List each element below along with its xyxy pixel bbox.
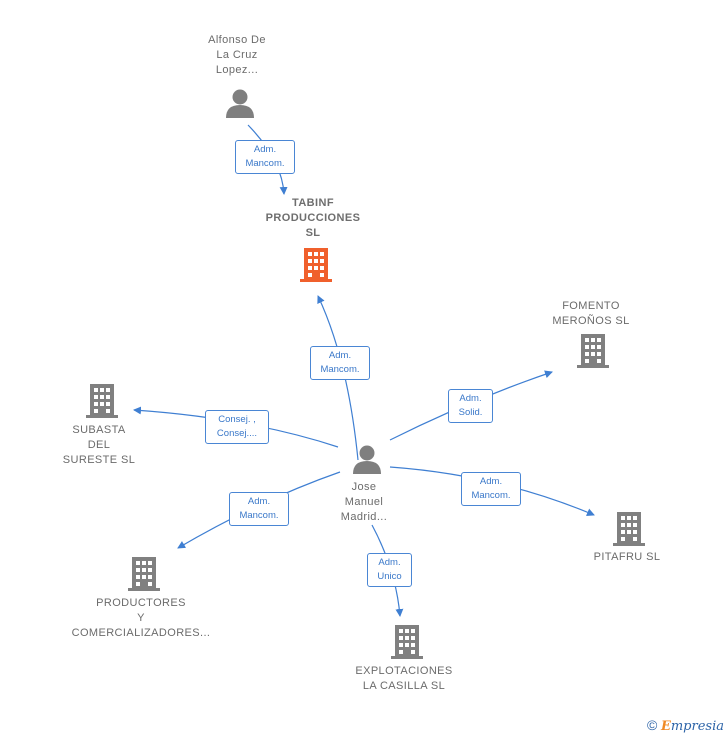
edge-label-jose-pitafru[interactable]: Adm. Mancom. (461, 472, 521, 506)
role-line: Mancom. (471, 490, 511, 501)
name-line: LA CASILLA SL (362, 680, 446, 692)
person-icon[interactable] (351, 444, 383, 474)
name-line: FOMENTO (562, 300, 620, 312)
node-label-alfonso[interactable]: Alfonso De La Cruz Lopez... (187, 33, 287, 78)
name-line: MEROÑOS SL (552, 315, 630, 327)
building-icon[interactable] (577, 334, 609, 368)
name-line: PRODUCCIONES (265, 212, 361, 224)
role-line: Consej.... (216, 428, 258, 439)
edge-label-jose-subasta[interactable]: Consej. , Consej.... (205, 410, 269, 444)
building-icon[interactable] (300, 248, 332, 282)
role-line: Adm. (328, 350, 352, 361)
name-line: EXPLOTACIONES (355, 665, 453, 677)
name-line: PITAFRU SL (593, 551, 661, 563)
role-line: Adm. (459, 393, 482, 404)
node-label-fomento[interactable]: FOMENTO MEROÑOS SL (531, 299, 651, 329)
edge-label-jose-explotaciones[interactable]: Adm. Unico (367, 553, 412, 587)
name-line: Lopez... (215, 64, 259, 76)
name-line: COMERCIALIZADORES... (71, 627, 211, 639)
node-label-explotaciones[interactable]: EXPLOTACIONES LA CASILLA SL (344, 664, 464, 694)
name-line: La Cruz (216, 49, 258, 61)
node-label-jose[interactable]: Jose Manuel Madrid... (314, 480, 414, 525)
role-line: Consej. , (218, 414, 256, 425)
name-line: TABINF (292, 197, 334, 209)
node-label-tabinf[interactable]: TABINF PRODUCCIONES SL (248, 196, 378, 241)
brand-logo-text: mpresia (670, 719, 724, 734)
name-line: SL (305, 227, 321, 239)
role-line: Mancom. (320, 364, 360, 375)
name-line: Alfonso De (208, 34, 266, 46)
building-icon[interactable] (128, 557, 160, 591)
edge-label-jose-fomento[interactable]: Adm. Solid. (448, 389, 493, 423)
role-line: Mancom. (239, 510, 279, 521)
name-line: Jose (351, 481, 377, 493)
name-line: SUBASTA (72, 424, 126, 436)
name-line: Manuel (344, 496, 384, 508)
name-line: DEL (87, 439, 111, 451)
building-icon[interactable] (613, 512, 645, 546)
node-label-subasta[interactable]: SUBASTA DEL SURESTE SL (49, 423, 149, 468)
name-line: Madrid... (340, 511, 388, 523)
role-line: Unico (377, 571, 402, 582)
edge-label-jose-tabinf[interactable]: Adm. Mancom. (310, 346, 370, 380)
brand-logo-initial: E (660, 719, 671, 734)
role-line: Adm. (253, 144, 277, 155)
node-label-productores[interactable]: PRODUCTORES Y COMERCIALIZADORES... (61, 596, 221, 641)
building-icon[interactable] (86, 384, 118, 418)
role-line: Mancom. (245, 158, 285, 169)
edge-label-alfonso-tabinf[interactable]: Adm. Mancom. (235, 140, 295, 174)
name-line: Y (137, 612, 145, 624)
role-line: Adm. (479, 476, 503, 487)
name-line: SURESTE SL (62, 454, 136, 466)
node-label-pitafru[interactable]: PITAFRU SL (577, 550, 677, 565)
role-line: Adm. (247, 496, 271, 507)
role-line: Adm. (378, 557, 401, 568)
role-line: Solid. (458, 407, 483, 418)
person-icon[interactable] (224, 88, 256, 118)
copyright-notice: © Empresia (647, 717, 724, 734)
name-line: PRODUCTORES (96, 597, 186, 609)
copyright-icon: © (646, 717, 658, 733)
edge-label-jose-productores[interactable]: Adm. Mancom. (229, 492, 289, 526)
building-icon[interactable] (391, 625, 423, 659)
